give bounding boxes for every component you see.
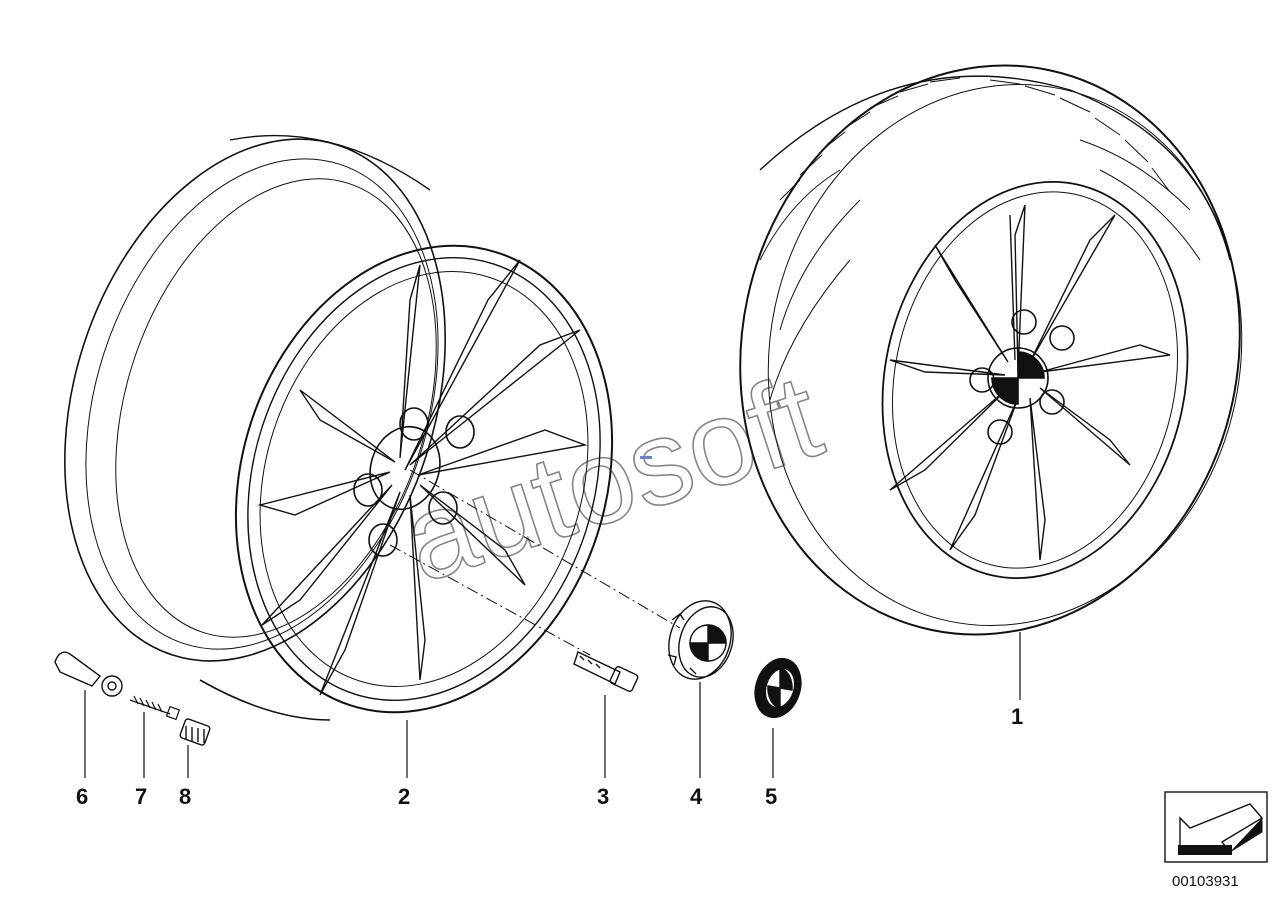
- hub-cap-part-4: [667, 600, 734, 680]
- callout-7: 7: [135, 784, 147, 809]
- wheel-spokes: [889, 204, 1171, 561]
- assembly-lines: [389, 469, 681, 656]
- tyre-valve-part-6: [54, 651, 123, 697]
- emblem-part-5: [754, 657, 802, 719]
- direction-arrow-icon: [1178, 803, 1264, 855]
- leader-lines: [84, 632, 1021, 778]
- complete-wheel-part-1: [739, 64, 1243, 636]
- valve-cap-part-8: [179, 718, 211, 746]
- rim-part-2: [64, 134, 614, 721]
- orientation-box: [1164, 791, 1268, 863]
- callout-2: 2: [398, 784, 410, 809]
- callout-5: 5: [765, 784, 777, 809]
- callout-1: 1: [1011, 704, 1023, 729]
- watermark-dash: [640, 456, 652, 459]
- watermark: autosoft: [388, 348, 835, 607]
- wheel-bolt-part-3: [573, 651, 639, 692]
- rim-spokes: [257, 259, 588, 696]
- valve-core-part-7: [129, 695, 181, 721]
- diagram-number: 00103931: [1172, 873, 1239, 890]
- callout-4: 4: [690, 784, 703, 809]
- callout-6: 6: [76, 784, 88, 809]
- callout-8: 8: [179, 784, 191, 809]
- callout-3: 3: [597, 784, 609, 809]
- callout-numbers: 1 2 3 4 5 6 7 8: [76, 704, 1023, 809]
- tyre-tread-pattern: [759, 77, 1201, 401]
